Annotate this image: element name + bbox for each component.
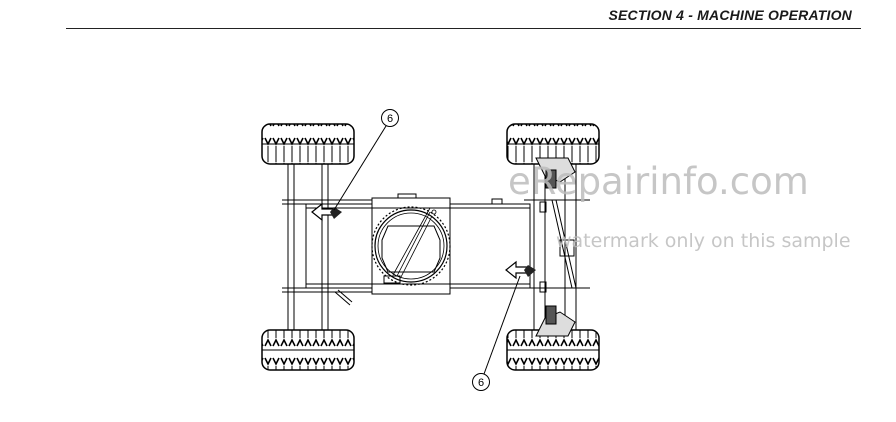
section-title: SECTION 4 - MACHINE OPERATION <box>608 7 852 23</box>
leader-line-bottom <box>483 275 521 375</box>
callout-bottom: 6 <box>472 373 490 391</box>
callout-top: 6 <box>381 109 399 127</box>
callout-bottom-label: 6 <box>478 377 484 389</box>
turntable <box>371 206 451 286</box>
watermark-main: eRepairinfo.com <box>508 160 809 203</box>
tire-front-left <box>261 123 355 165</box>
watermark-sub: watermark only on this sample <box>556 230 851 252</box>
arrow-decal-right <box>505 260 536 280</box>
arrow-decal-left <box>311 202 342 222</box>
tire-rear-left <box>261 329 355 371</box>
header-rule <box>66 28 861 29</box>
leader-line-top <box>333 125 387 211</box>
chassis <box>305 193 547 295</box>
left-axle-frame <box>282 163 372 331</box>
callout-top-label: 6 <box>387 113 393 125</box>
right-axle-steering <box>524 157 590 337</box>
